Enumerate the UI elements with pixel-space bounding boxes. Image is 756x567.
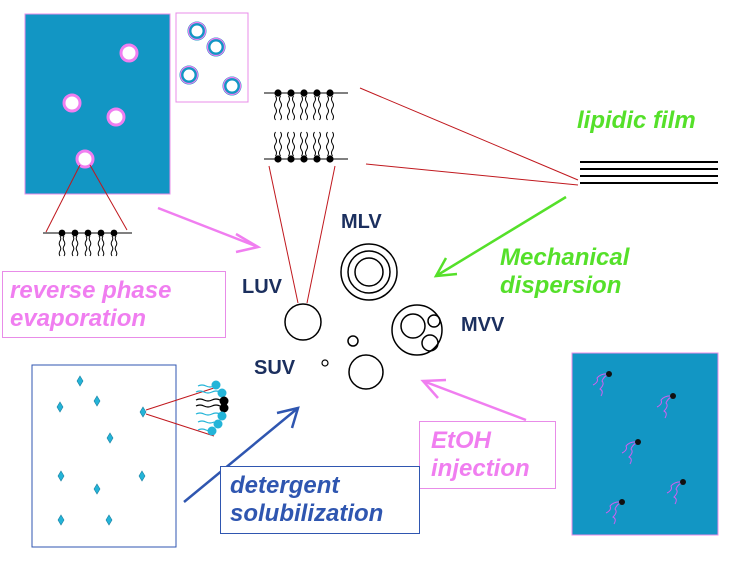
detergent-line1: detergent [230,472,340,499]
arrow-green-icon [433,195,567,278]
mlv-vesicle [340,243,398,301]
arrow-pink-reverse-icon [157,206,262,254]
lipid-monolayer-icon [43,229,132,257]
mvv-vesicle [391,304,443,356]
vesicles [284,243,443,390]
detergent-solubilization-label: detergent solubilization [230,472,383,527]
reverse-line1: reverse phase [10,277,172,304]
lipid-bilayer-icon [264,88,348,164]
arrow-pink-etoh-icon [420,378,527,422]
detergent-panel [31,364,177,548]
suv-label: SUV [254,357,296,379]
luv-vesicle [284,303,322,341]
luv-label: LUV [242,276,282,298]
reverse-phase-label: reverse phase evaporation [10,277,171,332]
inverted-micelles-inset [175,12,249,103]
mechanical-dispersion-label: Mechanical dispersion [500,244,629,299]
etoh-line2: injection [431,454,530,482]
mechanical-line2: dispersion [500,271,622,299]
zoom-lines-reverse [45,164,128,233]
lipidic-film-label: lipidic film [577,107,696,134]
zoom-lines-bilayer [268,87,579,304]
arrow-blue-icon [183,406,300,503]
etoh-injection-label: EtOH injection [431,427,530,482]
micelle-icon [195,380,229,436]
etoh-panel [571,352,719,536]
suv-vesicle [347,335,359,347]
lipidic-film-icon [580,161,718,184]
detergent-line2: solubilization [230,499,384,527]
etoh-label-box [419,421,556,489]
etoh-line1: EtOH [431,427,491,454]
reverse-line2: evaporation [10,304,147,332]
reverse-phase-panel [24,13,171,195]
mechanical-line1: Mechanical [500,244,630,271]
mvv-label: MVV [461,314,505,336]
mlv-label: MLV [341,211,382,233]
reverse-phase-label-box [2,271,226,338]
detergent-label-box [220,466,420,534]
